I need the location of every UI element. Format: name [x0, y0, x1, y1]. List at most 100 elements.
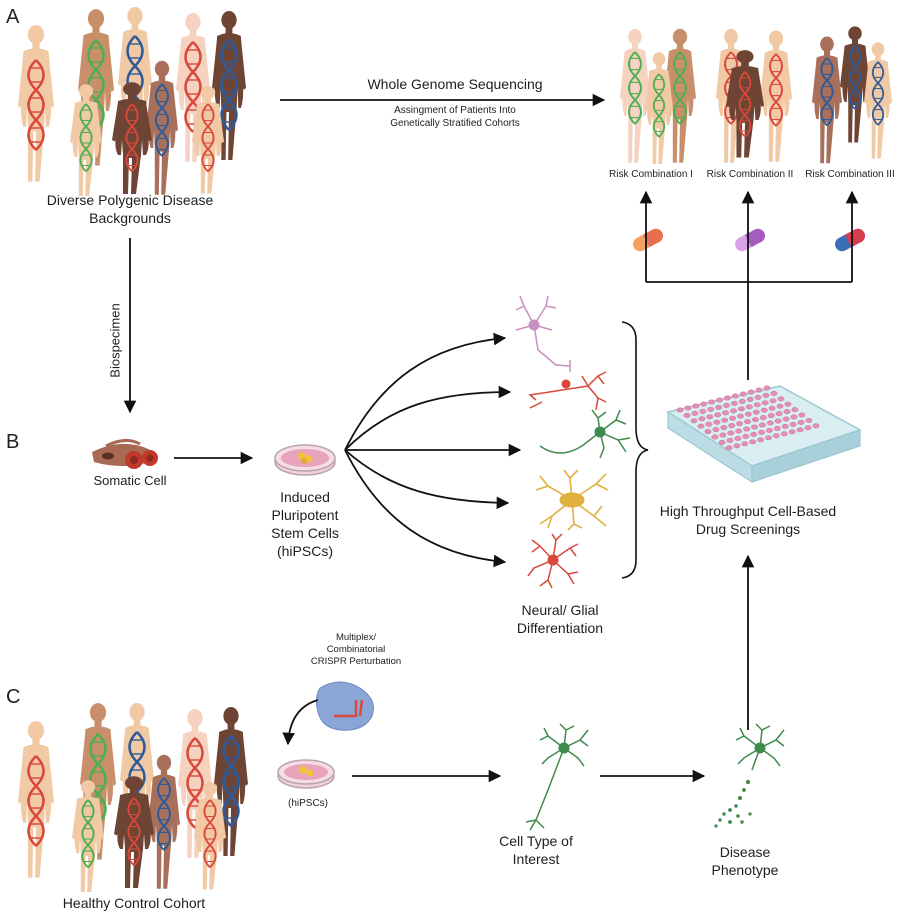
celltype-label: Cell Type of Interest — [486, 832, 586, 868]
panel-label-b: B — [6, 431, 20, 453]
hts-label: High Throughput Cell-Based Drug Screenin… — [648, 502, 848, 538]
plate-well — [722, 410, 730, 416]
plate-well — [762, 392, 770, 398]
somatic-cell-label: Somatic Cell — [93, 473, 167, 488]
plate-well — [707, 406, 715, 412]
plate-well — [725, 445, 733, 451]
plate-well — [720, 425, 728, 431]
plate-well — [734, 435, 742, 441]
neuron-green-icon — [539, 409, 631, 459]
plate-well — [805, 417, 813, 423]
petri-dish-hipsc-icon — [277, 759, 335, 789]
plate-well — [706, 414, 714, 420]
plate-well — [726, 437, 734, 443]
plate-well — [790, 414, 798, 420]
plate-well — [714, 412, 722, 418]
neural-label-line2: Differentiation — [516, 620, 604, 636]
plate-well — [749, 439, 757, 445]
plate-well — [765, 427, 773, 433]
plate-well — [733, 443, 741, 449]
plate-well — [735, 428, 743, 434]
plate-well — [752, 409, 760, 415]
plate-well — [730, 408, 737, 414]
plate-well — [730, 400, 738, 406]
neuron-cell-type-icon — [525, 723, 589, 831]
plate-well — [775, 411, 783, 417]
neural-label-line1: Neural/ Glial — [521, 602, 599, 618]
plate-well — [704, 429, 712, 435]
plate-well — [736, 421, 744, 427]
plate-well — [772, 433, 780, 439]
plate-well — [797, 419, 805, 425]
biospecimen-label: Biospecimen — [107, 303, 123, 378]
crispr-label-line2: Combinatorial — [326, 644, 386, 655]
plate-well — [812, 423, 820, 429]
person-figure — [864, 42, 892, 159]
person-figure — [812, 36, 842, 164]
plate-well — [776, 403, 784, 409]
plate-well — [755, 387, 763, 393]
neuron-red-icon — [528, 371, 607, 411]
plate-well — [760, 407, 768, 413]
plate-well — [757, 437, 765, 443]
plate-well — [751, 417, 759, 423]
neuron-red-multipolar-icon — [527, 533, 579, 589]
plate-well — [780, 431, 788, 437]
plate-well — [751, 424, 758, 430]
plate-well — [741, 441, 749, 447]
drug-pill-blue-red-icon — [835, 228, 865, 252]
crispr-label-line1: Multiplex/ — [335, 632, 377, 643]
ipsc-label-line3: Stem Cells — [271, 525, 339, 541]
plate-well — [789, 421, 797, 427]
plate-well — [754, 394, 762, 400]
plate-well — [766, 420, 774, 426]
stratified-cohort-2 — [716, 28, 792, 163]
stratified-cohort-1 — [620, 28, 696, 164]
plate-well — [796, 427, 804, 433]
plate-well — [758, 429, 765, 435]
assignment-label: Assingment of Patients Into Genetically … — [355, 104, 555, 130]
plate-well — [781, 423, 789, 429]
plate-well — [690, 418, 698, 424]
celltype-label-line2: Interest — [512, 851, 560, 867]
ipsc-label-line4: (hiPSCs) — [276, 543, 333, 559]
plate-well — [719, 432, 727, 438]
drug-pill-purple-icon — [735, 228, 765, 252]
plate-well — [723, 395, 731, 401]
curly-brace — [621, 321, 649, 579]
plate-well — [743, 426, 751, 432]
crispr-label: Multiplex/ Combinatorial CRISPR Perturba… — [296, 632, 416, 668]
plate-well — [783, 409, 791, 415]
diverse-label-line1: Diverse Polygenic Disease — [46, 192, 214, 208]
hts-label-line1: High Throughput Cell-Based — [659, 503, 837, 519]
somatic-cell-icon — [92, 439, 158, 469]
plate-well — [712, 427, 720, 433]
diverse-label-line2: Backgrounds — [89, 210, 171, 226]
ipsc-label-line2: Pluripotent — [271, 507, 339, 523]
plate-well — [804, 425, 812, 431]
plate-well — [773, 425, 781, 431]
plate-well — [747, 389, 755, 395]
plate-well — [770, 390, 778, 396]
drug-pill-orange-icon — [633, 228, 663, 252]
plate-well — [729, 415, 737, 421]
plate-well — [759, 415, 767, 421]
plate-well — [742, 433, 750, 439]
plate-well — [798, 412, 806, 418]
plate-well — [744, 419, 751, 425]
diverse-label: Diverse Polygenic Disease Backgrounds — [30, 191, 230, 227]
plate-well — [753, 402, 761, 408]
plate-well — [713, 419, 721, 425]
plate-well — [746, 396, 754, 402]
assignment-label-line1: Assingment of Patients Into — [394, 105, 516, 116]
wgs-label: Whole Genome Sequencing — [367, 76, 543, 92]
person-figure — [18, 25, 54, 182]
disease-label: Disease Phenotype — [700, 843, 790, 879]
plate-well — [738, 398, 746, 404]
plate-well — [737, 406, 745, 412]
plate-well — [684, 405, 692, 411]
person-figure — [620, 28, 650, 163]
plate-well — [769, 398, 777, 404]
risk-combination-3-label: Risk Combination III — [805, 169, 895, 180]
